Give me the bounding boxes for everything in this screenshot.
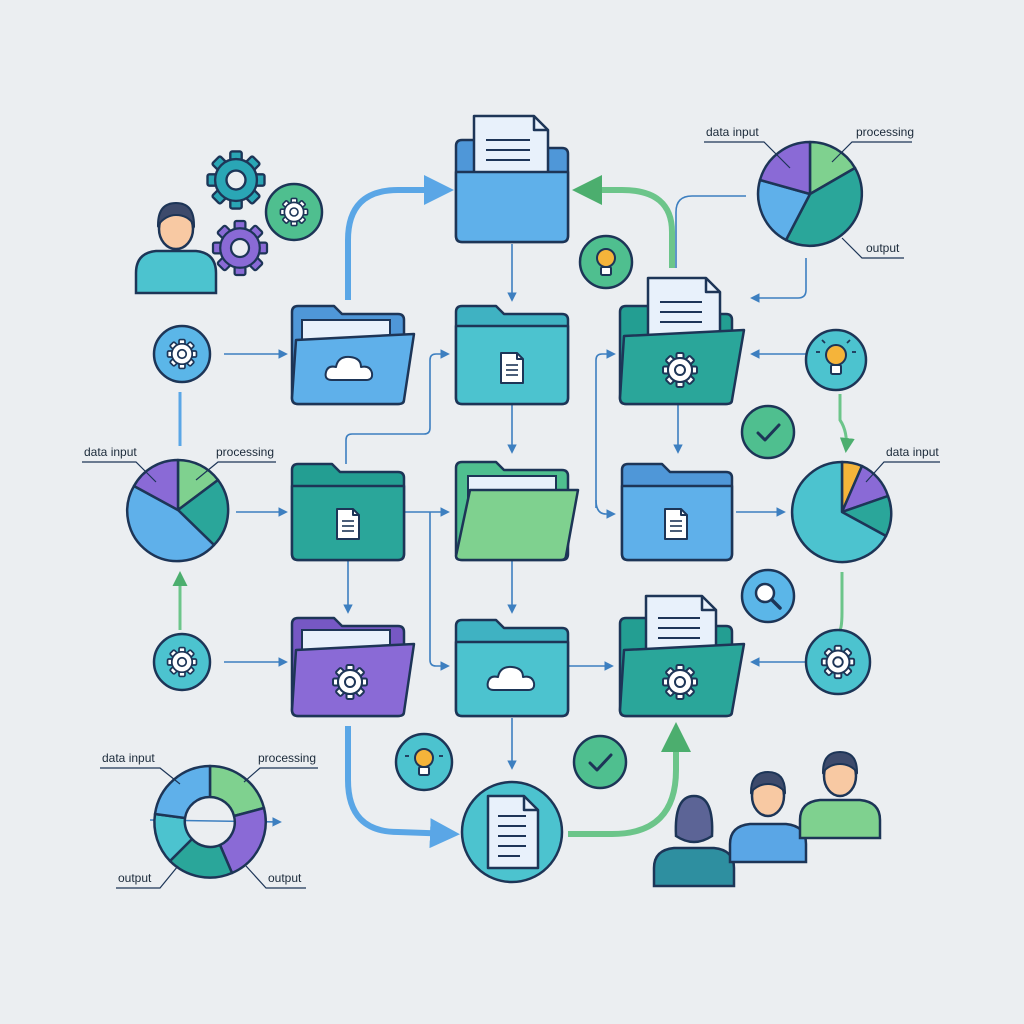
label-data-input-right: data input <box>886 445 939 459</box>
pie-labels-right: data input <box>865 445 940 483</box>
magnifier-icon <box>740 568 796 624</box>
folder-icon-document-mid <box>454 304 570 406</box>
gear-circle-icon-left-top <box>152 324 212 384</box>
label-processing: processing <box>856 125 914 139</box>
lightbulb-icon-top <box>578 234 634 290</box>
pie-labels-left: data input processing <box>82 445 276 483</box>
folder-icon-top <box>454 114 570 244</box>
label-data-input-donut: data input <box>102 751 155 765</box>
checkmark-icon-bottom <box>572 734 628 790</box>
donut-chart-icon <box>153 764 267 879</box>
donut-labels: data input processing output output <box>100 751 318 889</box>
lightbulb-icon-right <box>804 328 868 392</box>
document-circle-icon <box>460 780 564 884</box>
gear-icon-large-teal <box>206 150 266 210</box>
pie-chart-icon-right <box>790 460 893 564</box>
user-icon-bottom-2 <box>728 770 808 864</box>
pie-chart-icon-left <box>126 458 230 563</box>
pie-labels-top-right: data input processing output <box>704 125 914 259</box>
label-processing-left: processing <box>216 445 274 459</box>
label-processing-donut: processing <box>258 751 316 765</box>
gear-circle-icon-left-bottom <box>152 632 212 692</box>
folder-icon-gear-paper-bottom <box>618 594 746 718</box>
folder-icon-gear-purple <box>290 616 416 718</box>
folder-icon-document-right <box>620 462 734 562</box>
pie-chart-icon-top-right <box>756 140 864 248</box>
label-output-donut-right: output <box>268 871 302 885</box>
label-data-input-left: data input <box>84 445 137 459</box>
gear-circle-icon-right-bottom <box>804 628 872 696</box>
folder-icon-cloud-open <box>290 304 416 406</box>
user-icon-bottom-1 <box>652 794 736 888</box>
label-data-input: data input <box>706 125 759 139</box>
folder-icon-open-green <box>454 460 580 562</box>
gear-circle-icon-small <box>264 182 324 242</box>
user-icon-top-left <box>134 201 218 295</box>
folder-icon-cloud-mid <box>454 618 570 718</box>
lightbulb-icon-bottom <box>394 732 454 792</box>
label-output: output <box>866 241 900 255</box>
folder-icon-document-left <box>290 462 406 562</box>
user-icon-bottom-3 <box>798 750 882 840</box>
label-output-donut-left: output <box>118 871 152 885</box>
folder-icon-gear-paper-top <box>618 276 746 406</box>
checkmark-icon-right <box>740 404 796 460</box>
gear-icon-large-purple <box>211 219 269 277</box>
